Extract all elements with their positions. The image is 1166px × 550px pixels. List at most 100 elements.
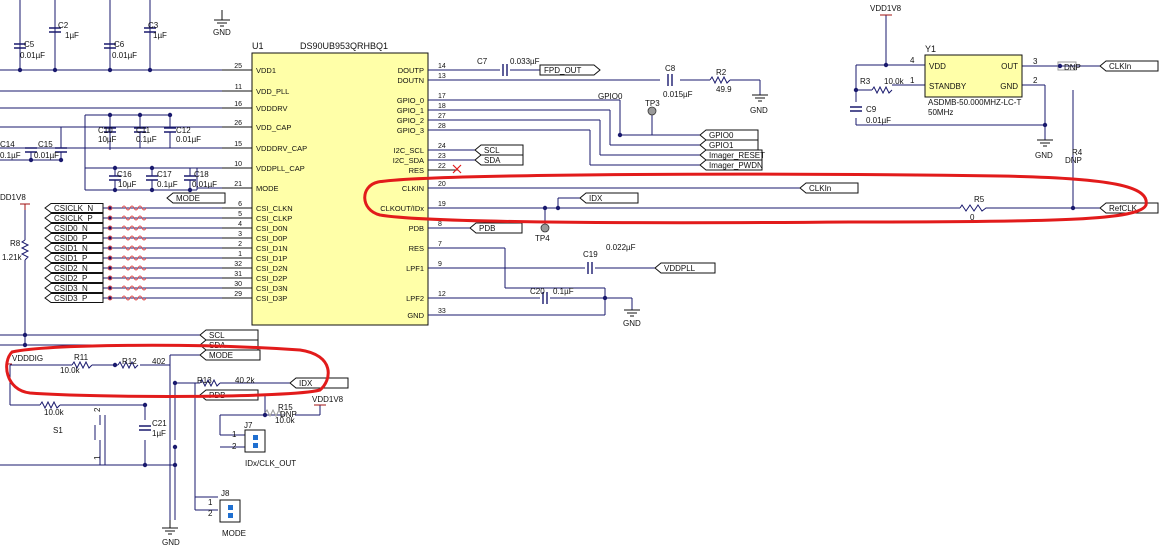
- idx-net-bottom-flag: [289, 377, 349, 389]
- s1-pin1: 1: [93, 455, 102, 460]
- r12-symbol: [117, 360, 139, 370]
- j8-pin1: 1: [208, 498, 213, 507]
- u1-right-pin-name: GPIO_2: [397, 116, 424, 125]
- imager-pwdn-net-text: Imager_PWDN: [709, 161, 763, 170]
- r15-dnp: DNP: [280, 410, 297, 419]
- r5-symbol: [959, 204, 990, 212]
- clkin-net-flag: [799, 182, 859, 194]
- fpd-out-net-text: FPD_OUT: [544, 66, 581, 75]
- gnd-symbol-lpf: [624, 309, 640, 317]
- r15-symbol: [264, 408, 286, 418]
- c3-val: 1µF: [153, 31, 167, 40]
- sda-net-flag: [474, 154, 524, 166]
- u1-right-pin-name: LPF2: [406, 294, 424, 303]
- y1-pin-4: 4: [910, 56, 915, 65]
- u1-left-pin-name: CSI_D0P: [256, 234, 287, 243]
- u1-right-pin-number: 17: [438, 93, 446, 100]
- csi-net-flag: [44, 243, 104, 253]
- gnd-symbol-bottom: [162, 520, 178, 535]
- component-labels: C2 1µF C3 1µF C5 0.01µF C6 0.01µF C7 0.0…: [0, 21, 1083, 538]
- u1-left-pin-number: 11: [235, 84, 242, 91]
- gpio1-net-flag: [699, 139, 759, 151]
- vdd1v8-r15-label: VDD1V8: [312, 395, 344, 404]
- u1-left-pin-number: 15: [234, 141, 242, 148]
- mode-net-top-flag: [166, 192, 226, 204]
- r8-val: 1.21k: [2, 253, 23, 262]
- csi-net-label: CSID1_P: [54, 254, 87, 263]
- c11-val: 0.1µF: [136, 135, 157, 144]
- u1-left-pin-name: CSI_D0N: [256, 224, 288, 233]
- u1-right-pin-name: GPIO_0: [397, 96, 424, 105]
- csi-ferrite-markers: [107, 205, 147, 301]
- r2-val: 49.9: [716, 85, 732, 94]
- j8-body: [219, 499, 241, 523]
- csi-junction-dot: [107, 265, 113, 271]
- c8-val: 0.015µF: [663, 90, 693, 99]
- csi-ferrite-squiggle: [121, 295, 147, 301]
- refclk-net-flag: [1099, 202, 1159, 214]
- csi-net-flag: [44, 233, 104, 243]
- gnd-label-r2: GND: [750, 106, 768, 115]
- ground-symbols: [162, 10, 1053, 535]
- highlight-idx-annotation: [5, 343, 330, 398]
- j8-pin1-pad: [228, 505, 233, 510]
- u1-left-pin-name: VDDDRV: [256, 104, 288, 113]
- csi-net-label: CSID0_N: [54, 224, 88, 233]
- c15-val: 0.01µF: [34, 151, 59, 160]
- gnd-label-bottom: GND: [162, 538, 180, 547]
- s1-ref: S1: [53, 426, 63, 435]
- u1-left-pin-number: 31: [234, 271, 242, 278]
- csi-net-flag: [44, 273, 104, 283]
- u1-right-pin-name: DOUTP: [398, 66, 424, 75]
- u1-left-pin-name: CSI_D1P: [256, 254, 287, 263]
- csi-ferrite-squiggle: [121, 215, 147, 221]
- idx-net-top-flag: [579, 192, 639, 204]
- c8-ref: C8: [665, 64, 676, 73]
- u1-right-pin-name: CLKOUT/IDx: [380, 204, 424, 213]
- c12-ref: C12: [176, 126, 191, 135]
- idx-net-bottom-text: IDX: [299, 379, 313, 388]
- u1-right-pin-number: 20: [438, 181, 446, 188]
- c6-ref: C6: [114, 40, 125, 49]
- u1-right-pin-name: GPIO_1: [397, 106, 424, 115]
- c17-ref: C17: [157, 170, 172, 179]
- c21-symbol: [139, 425, 151, 431]
- j7-ref: J7: [244, 421, 253, 430]
- c15-ref: C15: [38, 140, 53, 149]
- c2-ref: C2: [58, 21, 69, 30]
- r14-symbol: [39, 400, 61, 410]
- gpio1-net-text: GPIO1: [709, 141, 734, 150]
- r2-ref: R2: [716, 68, 727, 77]
- y1-pin-2: 2: [1033, 76, 1038, 85]
- c3-ref: C3: [148, 21, 159, 30]
- y1-pin-standby: STANDBY: [929, 82, 967, 91]
- u1-right-pin-number: 33: [438, 308, 446, 315]
- r13-val: 40.2k: [235, 376, 256, 385]
- c5-ref: C5: [24, 40, 35, 49]
- u1-ref: U1: [252, 41, 264, 51]
- c8-symbol: [667, 74, 673, 86]
- y1-pin-vdd: VDD: [929, 62, 946, 71]
- c19-symbol: [587, 262, 593, 274]
- y1-part: ASDMB-50.000MHZ-LC-T: [928, 98, 1021, 107]
- c20-val: 0.1µF: [553, 287, 574, 296]
- c12-symbol: [164, 127, 176, 133]
- u1-right-pin-name: DOUTN: [397, 76, 424, 85]
- vddpll-net-flag: [654, 262, 716, 274]
- gnd-label-y1: GND: [1035, 151, 1053, 160]
- tp3-ref: TP3: [645, 99, 660, 108]
- u1-left-pin-number: 2: [238, 241, 242, 248]
- vdddig-label: VDDDIG: [12, 354, 43, 363]
- highlight-clk-annotation: [363, 172, 1148, 225]
- clkin-osc-net-text: CLKIn: [1109, 62, 1131, 71]
- u1-left-pin-number: 1: [238, 251, 242, 258]
- j7-desc: IDx/CLK_OUT: [245, 459, 296, 468]
- u1-left-pin-number: 5: [238, 211, 242, 218]
- capacitor-symbols: [14, 27, 862, 431]
- u1-right-pin-name: RES: [409, 244, 424, 253]
- u1-right-pin-number: 18: [438, 103, 446, 110]
- wires: [0, 0, 1100, 520]
- c9-val: 0.01µF: [866, 116, 891, 125]
- u1-right-pin-name: PDB: [409, 224, 424, 233]
